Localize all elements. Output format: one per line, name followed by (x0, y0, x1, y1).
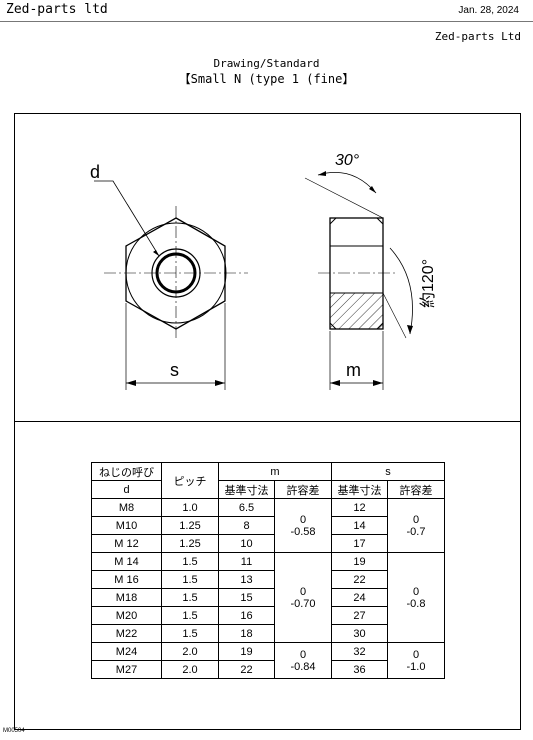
table-row: M8 1.0 6.5 0-0.58 12 0-0.7 (91, 498, 445, 553)
cell-m-tolerance: 0-0.70 (274, 552, 332, 643)
header-s: s (331, 462, 445, 481)
nut-side-view (304, 171, 413, 390)
cell-pitch: 1.5 (161, 552, 219, 571)
cell-m-tolerance: 0-0.84 (274, 642, 332, 679)
label-s: s (170, 360, 179, 380)
cell-d: M18 (91, 588, 162, 607)
cell-s: 24 (331, 588, 388, 607)
document-code: M00504 (3, 728, 25, 734)
table-row: M22 1.5 18 30 (91, 624, 445, 643)
cell-d: M20 (91, 606, 162, 625)
cell-m: 19 (218, 642, 275, 661)
drawing-title: Drawing/Standard (213, 57, 320, 70)
header-s-tolerance: 許容差 (387, 480, 445, 499)
drawing-subtitle: 【Small N (type 1 (fine】 (178, 72, 355, 86)
cell-pitch: 1.5 (161, 570, 219, 589)
cell-pitch: 1.0 (161, 498, 219, 517)
cell-m: 6.5 (218, 498, 275, 517)
cell-pitch: 1.25 (161, 534, 219, 553)
cell-s: 22 (331, 570, 388, 589)
cell-m: 15 (218, 588, 275, 607)
cell-m: 13 (218, 570, 275, 589)
header-m-basic: 基準寸法 (218, 480, 275, 499)
cell-d: M 16 (91, 570, 162, 589)
table-row: M24 2.0 19 0-0.84 32 0-1.0 (91, 642, 445, 679)
document-date: Jan. 28, 2024 (458, 5, 519, 16)
cell-m: 11 (218, 552, 275, 571)
table-row: M10 1.25 8 14 (91, 516, 445, 535)
cell-s: 27 (331, 606, 388, 625)
cell-d: M 12 (91, 534, 162, 553)
label-d: d (90, 162, 100, 182)
dimension-table: ねじの呼び ピッチ m s d 基準寸法 許容差 基準寸法 許容差 M8 1.0… (91, 462, 445, 679)
header-pitch: ピッチ (161, 462, 219, 499)
table-row: M27 2.0 22 36 (91, 660, 445, 679)
table-row: M 14 1.5 11 0-0.70 19 0-0.8 (91, 552, 445, 643)
header-m-tolerance: 許容差 (274, 480, 332, 499)
cell-d: M22 (91, 624, 162, 643)
cell-pitch: 2.0 (161, 642, 219, 661)
company-name: Zed-parts Ltd (434, 30, 521, 43)
label-angle-30: 30° (335, 152, 360, 169)
cell-d: M8 (91, 498, 162, 517)
cell-d: M27 (91, 660, 162, 679)
cell-s-tolerance: 0-0.8 (387, 552, 445, 643)
cell-s-tolerance: 0-0.7 (387, 498, 445, 553)
header-divider (0, 21, 533, 22)
header-nominal: ねじの呼び (91, 462, 162, 481)
cell-pitch: 1.5 (161, 624, 219, 643)
cell-s: 17 (331, 534, 388, 553)
cell-pitch: 1.5 (161, 606, 219, 625)
cell-pitch: 1.25 (161, 516, 219, 535)
table-row: M18 1.5 15 24 (91, 588, 445, 607)
cell-s: 36 (331, 660, 388, 679)
header-s-basic: 基準寸法 (331, 480, 388, 499)
cell-pitch: 1.5 (161, 588, 219, 607)
cell-s: 12 (331, 498, 388, 517)
cell-s: 14 (331, 516, 388, 535)
header-d: d (91, 480, 162, 499)
cell-pitch: 2.0 (161, 660, 219, 679)
cell-d: M10 (91, 516, 162, 535)
nut-front-view (94, 180, 248, 390)
cell-s-tolerance: 0-1.0 (387, 642, 445, 679)
cell-m: 16 (218, 606, 275, 625)
nut-drawing: d s m 30° 約120° (90, 152, 437, 390)
label-angle-120: 約120° (419, 259, 437, 308)
label-m: m (346, 360, 361, 380)
cell-s: 30 (331, 624, 388, 643)
table-row: M 16 1.5 13 22 (91, 570, 445, 589)
cell-m: 8 (218, 516, 275, 535)
cell-m: 22 (218, 660, 275, 679)
cell-s: 32 (331, 642, 388, 661)
header-m: m (218, 462, 332, 481)
frame-divider (14, 421, 521, 422)
cell-d: M24 (91, 642, 162, 661)
cell-m: 18 (218, 624, 275, 643)
cell-s: 19 (331, 552, 388, 571)
cell-m: 10 (218, 534, 275, 553)
cell-d: M 14 (91, 552, 162, 571)
company-name-header: Zed-parts ltd (6, 2, 108, 17)
cell-m-tolerance: 0-0.58 (274, 498, 332, 553)
